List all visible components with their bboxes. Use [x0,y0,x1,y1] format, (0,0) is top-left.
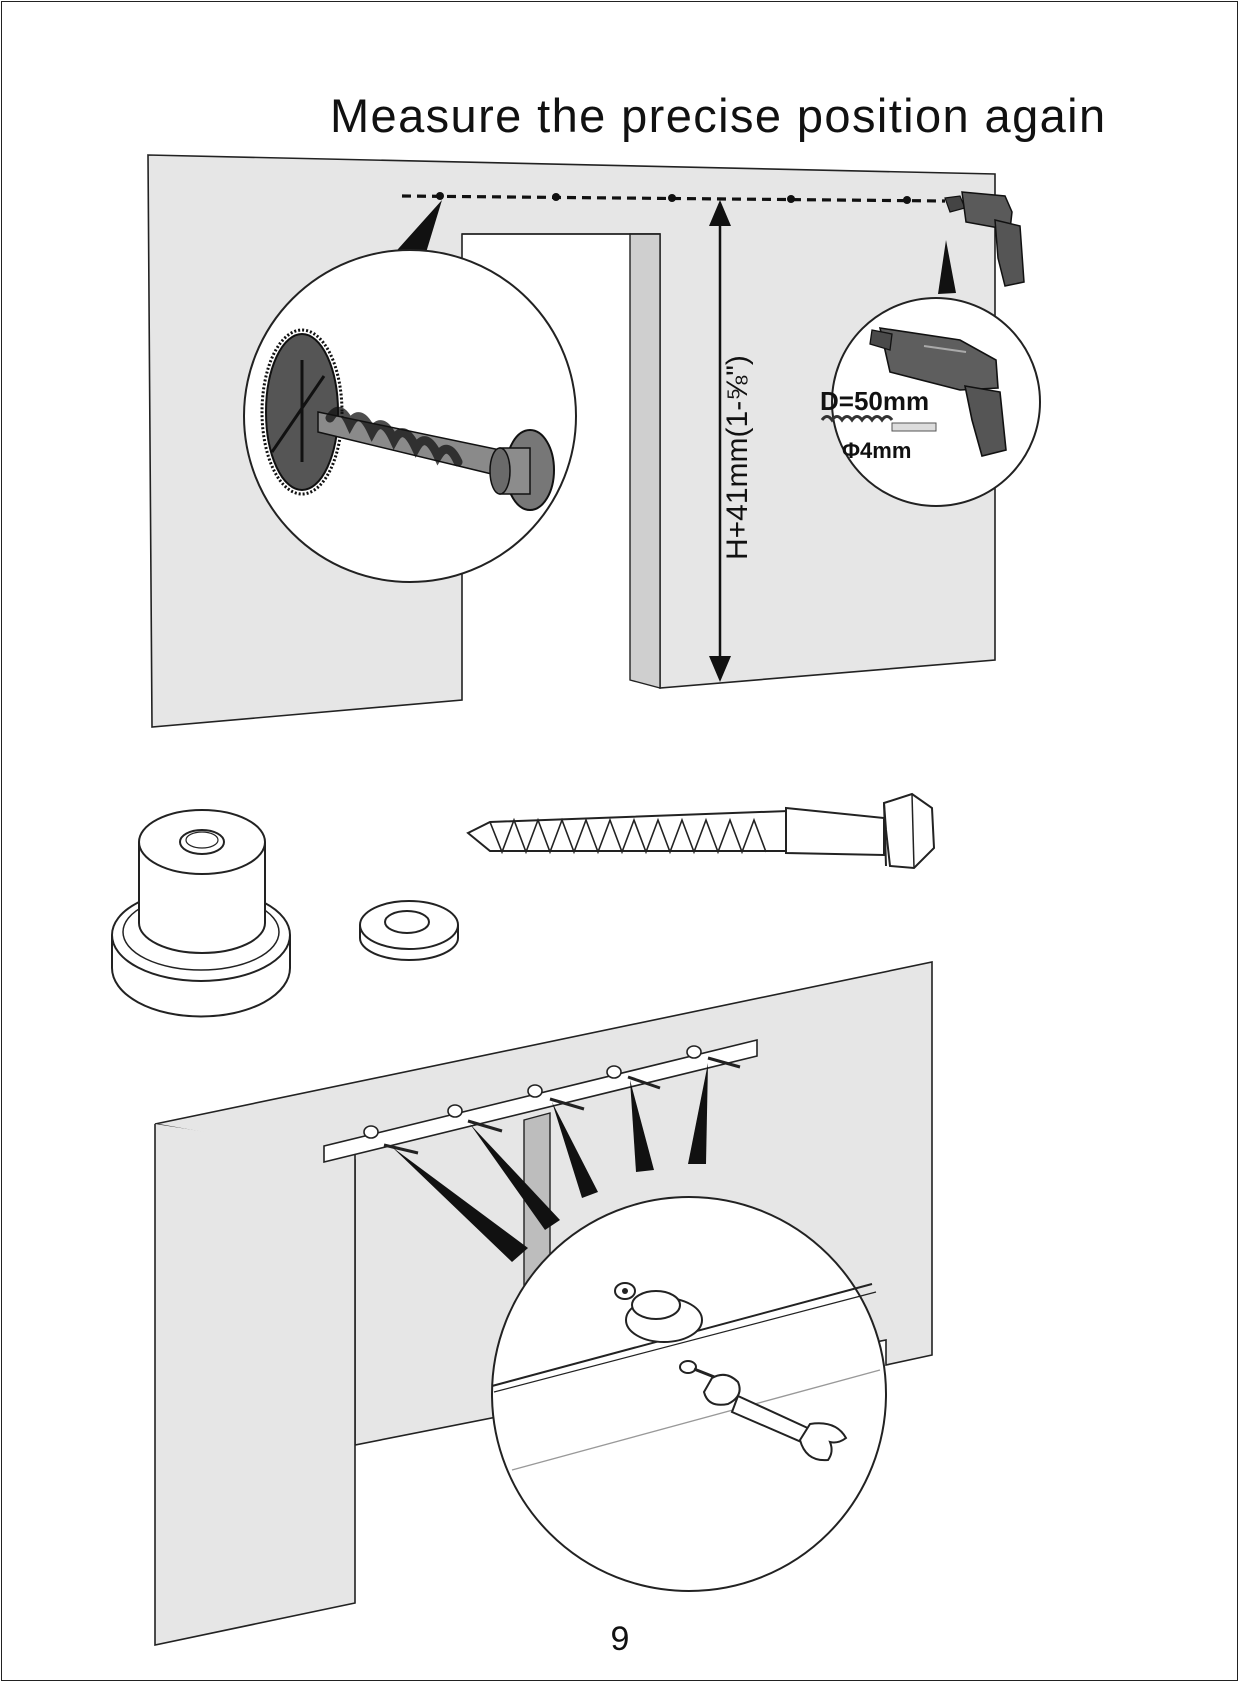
bottom-wall-figure [154,961,933,1646]
callout-pointers-bottom [392,1063,708,1262]
height-dimension-label: H+41mm(1-⅝") [721,355,754,560]
rail-bolts [363,1045,702,1139]
mounting-detail-callout [491,1196,887,1592]
lag-screw-icon [466,792,936,870]
hardware-parts [111,792,936,1018]
washer-icon [359,900,459,961]
callout-pointer-right [938,240,956,294]
drill-spec-callout: D=50mm Φ4mm [820,297,1041,507]
top-wall-figure: H+41mm(1-⅝") [147,154,1041,728]
wall-plug-icon [111,809,291,1018]
door-frame-side [629,233,661,689]
wall-plug-callout [243,249,577,583]
callout-pointer-left [390,200,442,258]
wrench-icon [679,1360,848,1462]
drill-body-icon [878,327,999,391]
hole-depth-label: D=50mm [820,386,929,416]
drill-icon [944,191,1025,287]
page-title: Measure the precise position again [330,89,1107,142]
drill-marks [436,192,911,204]
wall-left-side [154,1124,356,1646]
rail-screws [383,1056,741,1155]
page-number: 9 [610,1620,630,1658]
drill-diameter-label: Φ4mm [842,438,911,463]
